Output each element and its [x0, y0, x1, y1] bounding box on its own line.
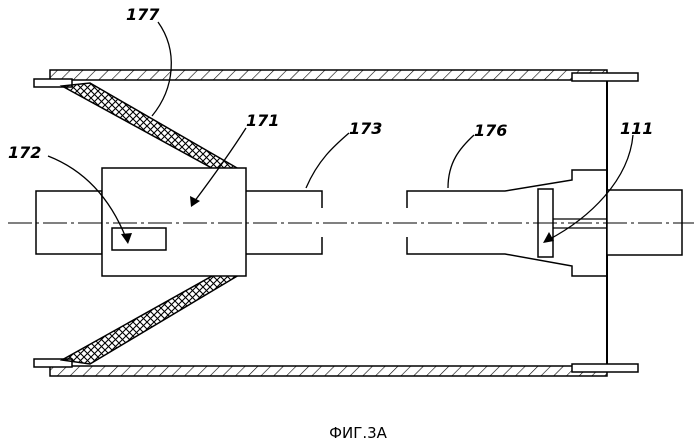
leader-177 — [152, 22, 171, 116]
label-177: 177 — [126, 5, 160, 24]
upper-insulator — [62, 83, 244, 178]
bottom-right-flange — [572, 364, 638, 372]
label-176: 176 — [474, 121, 507, 140]
top-right-flange — [572, 73, 638, 81]
label-173: 173 — [349, 119, 382, 138]
label-111: 111 — [620, 119, 653, 138]
housing-171 — [102, 168, 246, 276]
label-171: 171 — [246, 111, 279, 130]
leader-173 — [306, 133, 349, 188]
left-assembly — [36, 168, 322, 276]
component-172 — [112, 228, 166, 250]
figure-caption: ФИГ.3А — [329, 424, 388, 442]
bottom-housing-wall — [50, 366, 607, 376]
top-housing-wall — [50, 70, 607, 80]
label-172: 172 — [8, 143, 41, 162]
leader-176 — [448, 135, 474, 188]
lower-insulator — [62, 266, 244, 364]
